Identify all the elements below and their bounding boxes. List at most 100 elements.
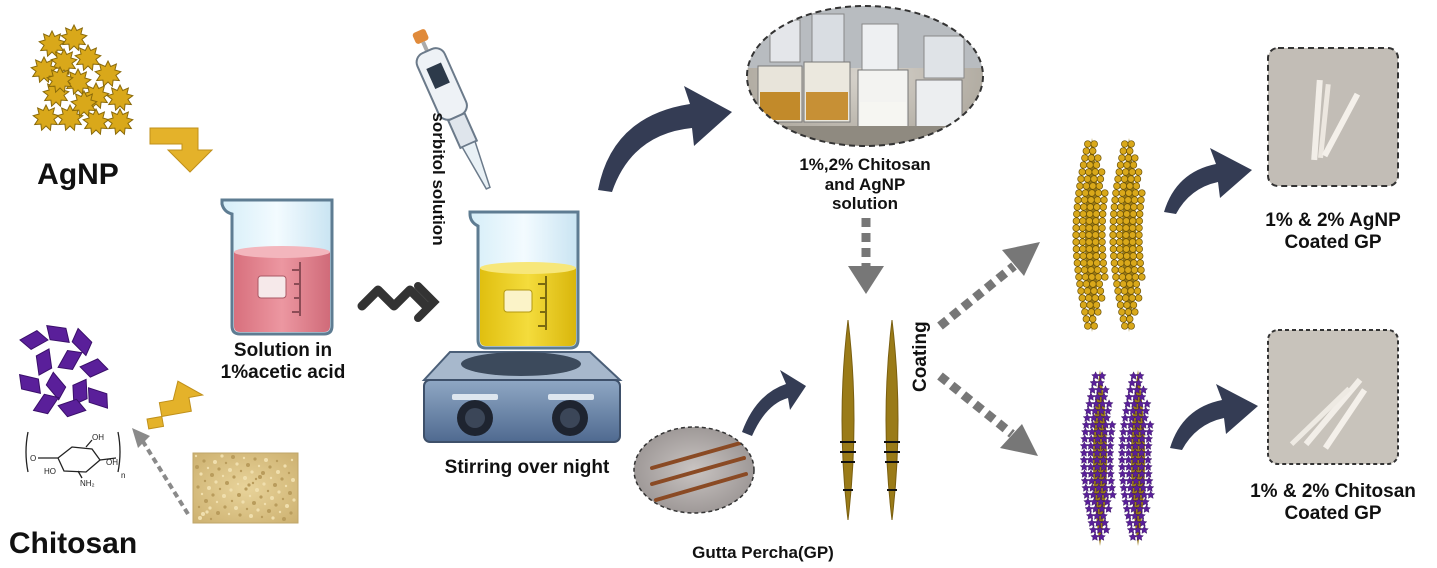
coating-particle <box>1085 168 1093 176</box>
coating-particle <box>1076 182 1084 190</box>
coating-particle <box>1130 266 1139 274</box>
powder-grain <box>197 505 201 509</box>
coating-particle <box>1073 259 1081 267</box>
coating-particle <box>1099 392 1109 401</box>
powder-grain <box>245 507 249 511</box>
coating-particle <box>1144 434 1154 443</box>
coating-particle <box>1081 273 1090 281</box>
coating-particle <box>1109 245 1117 253</box>
powder-grain <box>211 493 215 497</box>
coating-particle <box>1135 245 1143 253</box>
coating-particle <box>1089 315 1097 323</box>
powder-grain <box>257 464 261 468</box>
coating-particle <box>1127 378 1137 387</box>
coating-particle <box>1138 273 1146 281</box>
powder-grain <box>271 516 275 520</box>
gp-cone-plain-2 <box>884 319 900 521</box>
powder-grain <box>203 479 207 483</box>
powder-grain <box>218 487 222 491</box>
structure-oh-right: OH <box>106 458 118 467</box>
coating-particle <box>1101 525 1111 534</box>
coating-particle <box>1078 294 1086 302</box>
coating-particle <box>1116 161 1125 169</box>
coating-particle <box>1119 483 1129 492</box>
coating-particle <box>1078 231 1087 239</box>
powder-grain <box>281 497 285 501</box>
coating-particle <box>1122 245 1130 253</box>
coating-particle <box>1134 532 1144 541</box>
coating-particle <box>1115 231 1124 239</box>
coating-particle <box>1092 245 1100 253</box>
coating-particle <box>1078 168 1086 176</box>
coating-particle <box>1101 189 1109 197</box>
powder-grain <box>207 486 211 490</box>
coating-particle <box>1126 182 1134 190</box>
agnp-to-beaker-arrow <box>149 127 214 173</box>
coating-particle <box>1094 308 1102 316</box>
coating-particle <box>1086 203 1094 211</box>
coating-particle <box>1088 273 1096 281</box>
powder-grain <box>205 510 209 514</box>
coating-particle <box>1081 308 1089 316</box>
coating-particle <box>1145 483 1155 492</box>
coating-particle <box>1125 518 1135 527</box>
coating-particle <box>1090 175 1098 183</box>
powder-grain <box>237 493 241 497</box>
gutta-percha-photo <box>633 426 755 514</box>
coating-particle <box>1132 280 1141 288</box>
coating-particle <box>1140 413 1150 422</box>
agnp-coated-gp-label: 1% & 2% AgNP Coated GP <box>1265 210 1401 253</box>
coating-particle <box>1098 231 1106 239</box>
coating-particle <box>1118 273 1127 281</box>
coating-particle <box>1107 420 1117 429</box>
coating-particle <box>1126 385 1135 394</box>
coating-particle <box>1121 140 1129 148</box>
coating-particle <box>1123 210 1131 218</box>
coating-particle <box>1080 476 1090 485</box>
coating-particle <box>1093 259 1101 267</box>
coating-particle <box>1084 322 1092 330</box>
powder-grain <box>231 455 235 459</box>
coating-particle <box>1089 147 1097 155</box>
coating-particle <box>1113 182 1121 190</box>
coating-particle <box>1135 168 1143 176</box>
powder-grain <box>289 511 293 515</box>
coating-particle <box>1136 259 1144 267</box>
magnetic-stirrer-icon <box>421 351 623 443</box>
powder-grain <box>267 509 271 513</box>
coating-particle <box>1130 196 1139 204</box>
coating-particle <box>1138 518 1148 527</box>
agnp-coated-cones-icon <box>1072 138 1146 332</box>
coating-particle <box>1093 266 1102 274</box>
coating-particle <box>1098 224 1106 232</box>
coating-particle <box>1106 427 1116 436</box>
coating-particle <box>1082 182 1091 190</box>
stirring-beaker-icon <box>468 210 580 350</box>
coating-particle <box>1082 147 1090 155</box>
coating-particle <box>1089 280 1097 288</box>
coating-particle <box>1106 469 1115 478</box>
coating-particle <box>1072 224 1080 232</box>
coating-particle <box>1092 301 1101 309</box>
coating-particle <box>1102 413 1112 422</box>
agnp-particle <box>94 59 122 88</box>
coating-particle <box>1119 420 1129 429</box>
powder-grain <box>213 460 217 464</box>
coating-particle <box>1137 266 1145 274</box>
coating-particle <box>1100 266 1108 274</box>
coating-particle <box>1108 490 1118 499</box>
coating-particle <box>1128 238 1137 246</box>
coating-particle <box>1081 189 1090 197</box>
powder-grain <box>234 506 238 510</box>
coating-particle <box>1099 252 1107 260</box>
coating-particle <box>1096 287 1105 295</box>
chitosan-particles-icon <box>19 325 109 418</box>
coating-particle <box>1101 385 1110 394</box>
coating-particle <box>1143 441 1153 450</box>
coating-particle <box>1136 252 1144 260</box>
coating-particle <box>1080 203 1088 211</box>
coating-particle <box>1090 532 1100 541</box>
coating-particle <box>1121 406 1131 415</box>
coating-particle <box>1122 168 1130 176</box>
coating-particle <box>1106 476 1116 485</box>
